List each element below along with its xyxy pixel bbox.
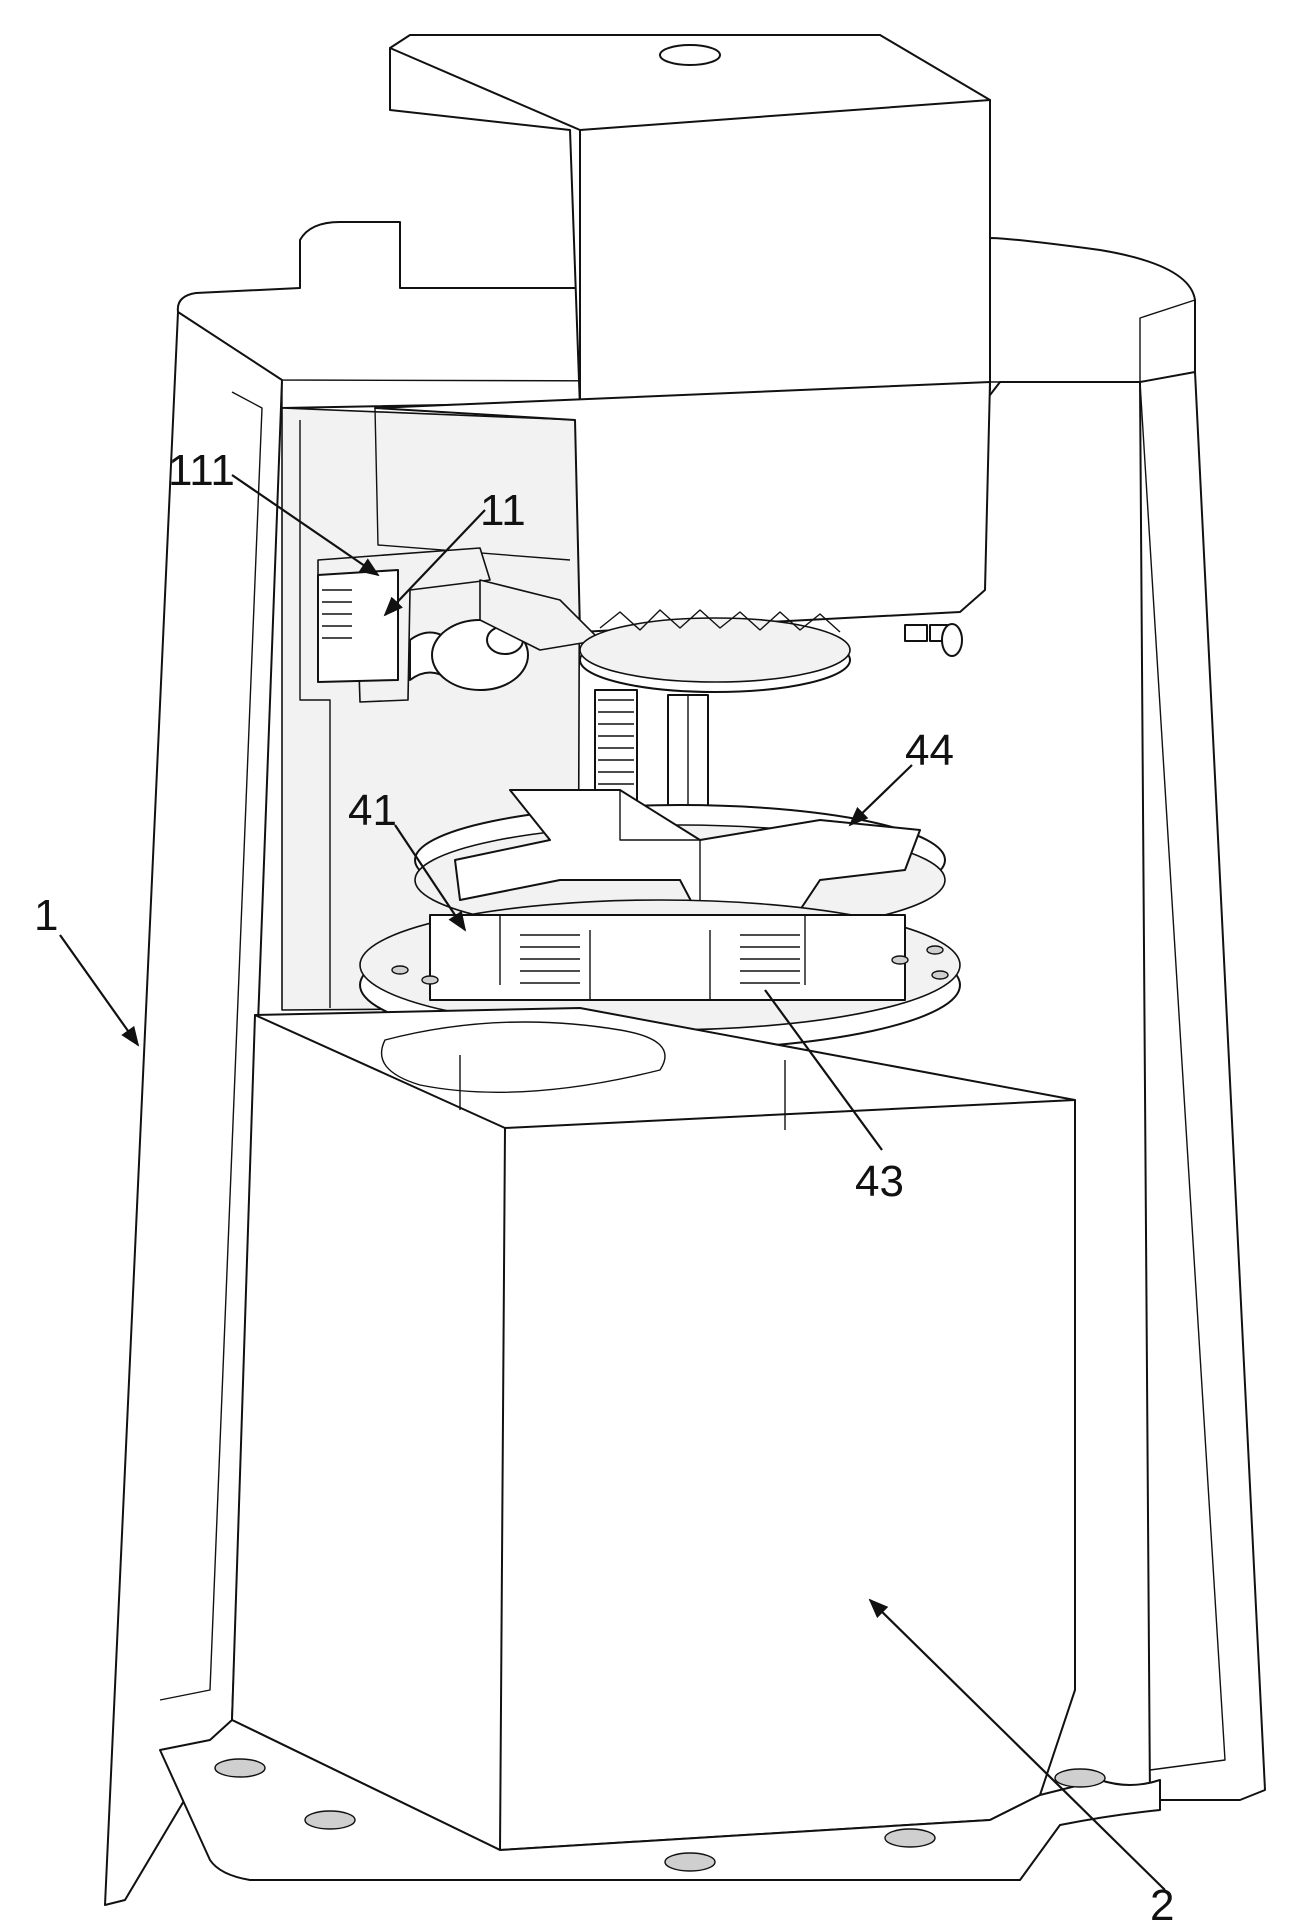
base-box — [231, 1007, 1076, 1851]
label-43: 43 — [855, 1157, 904, 1206]
label-111: 111 — [168, 446, 235, 495]
leader-44 — [848, 764, 913, 827]
leader-11 — [383, 509, 486, 617]
label-11: 11 — [480, 486, 526, 535]
reference-labels: 1 2 11 111 41 43 44 — [34, 446, 1174, 1925]
compression-spring-43 — [520, 934, 800, 984]
leader-2 — [868, 1598, 1166, 1891]
rack-teeth — [598, 699, 634, 785]
bracket-assembly — [317, 547, 601, 703]
base-plate — [159, 1719, 1161, 1881]
leader-41 — [394, 824, 467, 932]
label-1: 1 — [34, 891, 58, 940]
disc-bolt-holes — [391, 945, 949, 985]
leader-111 — [231, 474, 380, 577]
label-44: 44 — [905, 726, 954, 775]
label-41: 41 — [348, 786, 397, 835]
top-block — [374, 34, 991, 633]
bolt-row-top — [904, 623, 963, 657]
label-2: 2 — [1150, 1881, 1174, 1925]
spring-coils-small — [322, 589, 352, 639]
leader-43 — [764, 989, 883, 1151]
leader-lines — [59, 474, 1166, 1891]
upper-gear-disc — [579, 609, 963, 693]
cross-plate — [414, 789, 946, 936]
lower-disc — [359, 899, 961, 1051]
leader-1 — [59, 934, 140, 1047]
